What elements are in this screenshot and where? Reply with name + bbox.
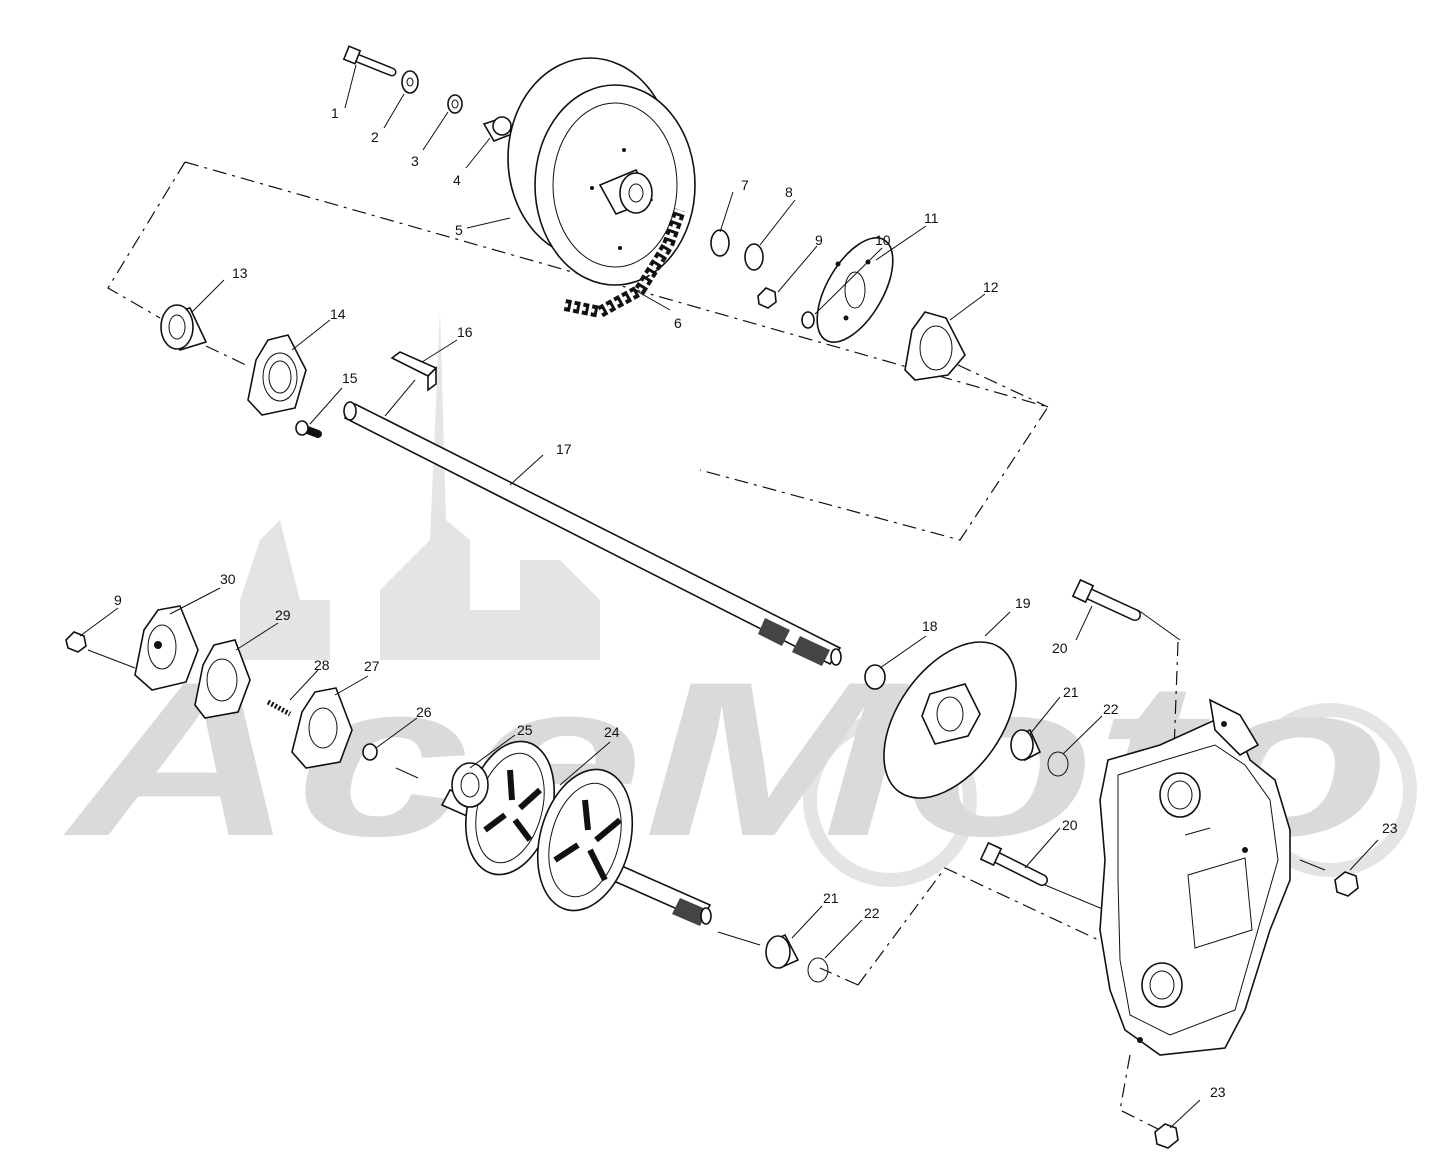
callout-21: 21 xyxy=(823,890,839,906)
callout-11: 11 xyxy=(924,210,939,226)
callout-12: 12 xyxy=(983,279,999,295)
chain-part-6[interactable] xyxy=(563,208,686,319)
callout-23: 23 xyxy=(1382,820,1398,836)
seal-part-22-upper[interactable] xyxy=(1047,751,1069,777)
callout-8: 8 xyxy=(785,184,793,200)
chaincase-housing[interactable] xyxy=(1099,698,1291,1056)
watermark-spire-icon xyxy=(380,310,600,660)
callout-29: 29 xyxy=(275,607,291,623)
lower-dashed-loop xyxy=(857,867,1121,986)
shaft-part-17[interactable] xyxy=(343,401,842,666)
callout-7: 7 xyxy=(741,177,749,193)
washer-hole xyxy=(406,77,414,87)
callout-9: 9 xyxy=(815,232,823,248)
bolt-part-20-upper[interactable] xyxy=(1071,578,1141,621)
spring-part-28[interactable] xyxy=(266,699,292,717)
callout-2: 2 xyxy=(371,129,379,145)
nut-part-9[interactable] xyxy=(757,287,777,309)
bolt-part-15[interactable] xyxy=(295,420,322,438)
axis-line xyxy=(87,649,136,669)
bearing-flange-part-27[interactable] xyxy=(291,687,353,769)
seal-part-22-lower[interactable] xyxy=(807,957,829,983)
nut-part-23-upper[interactable] xyxy=(1334,871,1359,897)
washer-part-3[interactable] xyxy=(447,94,463,114)
callout-25: 25 xyxy=(517,722,533,738)
callout-20: 20 xyxy=(1052,640,1068,656)
flange-plate-part-12[interactable] xyxy=(904,311,966,381)
callout-6: 6 xyxy=(674,315,682,331)
bearing-flange-part-14[interactable] xyxy=(247,334,307,416)
callout-15: 15 xyxy=(342,370,358,386)
axis-line xyxy=(1137,609,1181,641)
callout-16: 16 xyxy=(457,324,473,340)
washer-part-10[interactable] xyxy=(801,311,815,329)
callout-9: 9 xyxy=(114,592,122,608)
callout-labels: 1 2 3 4 5 6 7 8 9 10 11 12 13 14 15 16 1… xyxy=(114,105,1398,1100)
o-ring-part-8[interactable] xyxy=(744,243,764,271)
lower-dashed-loop xyxy=(819,967,859,986)
callout-5: 5 xyxy=(455,222,463,238)
bolt-part-20-lower[interactable] xyxy=(979,841,1048,886)
upper-dashed-loop xyxy=(107,161,186,319)
axis-line xyxy=(1044,884,1106,911)
gasket-part-29[interactable] xyxy=(194,639,251,719)
leader-lines xyxy=(79,64,1379,1129)
callout-14: 14 xyxy=(330,306,346,322)
bushing-part-4[interactable] xyxy=(482,116,514,142)
callout-23: 23 xyxy=(1210,1084,1226,1100)
callout-22: 22 xyxy=(864,905,880,921)
lower-dashed-loop xyxy=(1119,1054,1161,1131)
o-ring-part-7[interactable] xyxy=(710,229,730,257)
watermark-dome-icon xyxy=(240,520,330,660)
callout-1: 1 xyxy=(331,105,339,121)
hub-part-25[interactable] xyxy=(451,762,489,808)
bearing-flange-part-30[interactable] xyxy=(134,605,199,691)
callout-20: 20 xyxy=(1062,817,1078,833)
watermark-wheel-icon xyxy=(803,713,977,887)
callout-21: 21 xyxy=(1063,684,1079,700)
callout-28: 28 xyxy=(314,657,330,673)
sprocket-part-19[interactable] xyxy=(857,618,1043,822)
callout-10: 10 xyxy=(875,232,891,248)
bolt-part-1[interactable] xyxy=(342,45,397,77)
callout-4: 4 xyxy=(453,172,461,188)
callout-30: 30 xyxy=(220,571,236,587)
axis-line xyxy=(1299,859,1326,871)
key-part-16[interactable] xyxy=(390,351,438,392)
upper-dashed-loop xyxy=(957,364,1049,408)
callout-18: 18 xyxy=(922,618,938,634)
washer-hole xyxy=(451,99,459,109)
bearing-part-21-lower[interactable] xyxy=(765,933,800,970)
axis-line xyxy=(717,931,761,946)
nut-part-9-lower[interactable] xyxy=(65,631,87,653)
callout-24: 24 xyxy=(604,724,620,740)
axis-line xyxy=(395,767,419,779)
bolt-part-26[interactable] xyxy=(362,743,378,761)
callout-13: 13 xyxy=(232,265,248,281)
o-ring-part-18[interactable] xyxy=(864,664,886,690)
callout-17: 17 xyxy=(556,441,572,457)
callout-26: 26 xyxy=(416,704,432,720)
upper-dashed-loop xyxy=(205,345,249,367)
bearing-part-21-upper[interactable] xyxy=(1010,728,1042,762)
cover-plate-part-11[interactable] xyxy=(802,226,908,354)
callout-19: 19 xyxy=(1015,595,1031,611)
washer-part-2[interactable] xyxy=(401,70,419,94)
bearing-part-13[interactable] xyxy=(160,304,208,351)
callout-27: 27 xyxy=(364,658,380,674)
sprocket-pulley-part-5[interactable] xyxy=(507,57,696,286)
callout-3: 3 xyxy=(411,153,419,169)
nut-part-23-lower[interactable] xyxy=(1154,1123,1179,1149)
callout-22: 22 xyxy=(1103,701,1119,717)
